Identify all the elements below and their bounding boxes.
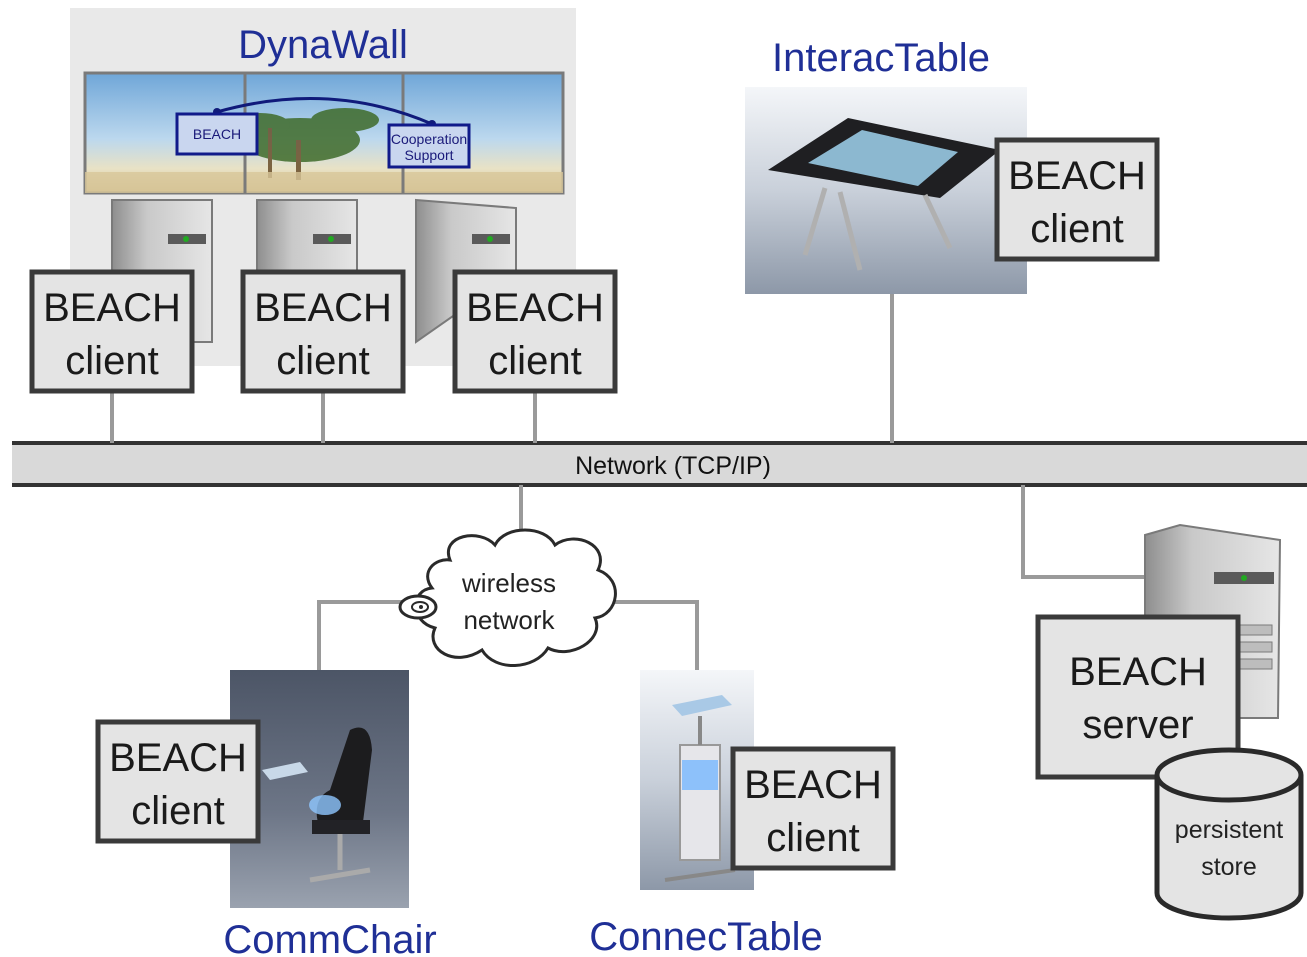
dynawall-title: DynaWall	[238, 23, 408, 67]
svg-text:client: client	[131, 789, 224, 833]
connectable-group: BEACH client ConnecTable	[589, 670, 896, 957]
svg-text:client: client	[276, 339, 369, 383]
pc-tower-icon	[256, 199, 358, 273]
svg-text:client: client	[65, 339, 158, 383]
connectable-title: ConnecTable	[589, 915, 823, 957]
beach-client-box[interactable]: BEACH client	[95, 719, 261, 844]
svg-text:BEACH: BEACH	[109, 736, 247, 780]
store-label: persistent	[1175, 816, 1283, 844]
svg-text:server: server	[1082, 703, 1193, 747]
svg-text:BEACH: BEACH	[466, 286, 604, 330]
beach-client-box[interactable]: BEACH client	[994, 137, 1160, 262]
svg-text:BEACH: BEACH	[744, 763, 882, 807]
antenna-icon	[398, 594, 438, 620]
commchair-group: BEACH client CommChair	[95, 670, 437, 957]
svg-text:BEACH: BEACH	[43, 286, 181, 330]
store-label: store	[1201, 853, 1257, 881]
dynawall-screen[interactable]: BEACH Cooperation Support	[83, 71, 565, 195]
beach-client-box[interactable]: BEACH client	[240, 269, 406, 394]
interactive-table-image	[745, 87, 1027, 294]
svg-text:network: network	[463, 605, 555, 635]
svg-text:BEACH: BEACH	[193, 126, 241, 142]
svg-text:Cooperation: Cooperation	[391, 131, 467, 147]
svg-text:BEACH: BEACH	[1069, 650, 1207, 694]
database-cylinder-icon[interactable]: persistent store	[1154, 747, 1304, 921]
server-group: BEACH server persistent store	[1035, 523, 1304, 921]
network-label: Network (TCP/IP)	[575, 452, 771, 480]
svg-text:wireless: wireless	[461, 568, 556, 598]
cooperation-support-window[interactable]	[387, 123, 471, 169]
network-bus: Network (TCP/IP)	[12, 441, 1307, 487]
interactable-group: InteracTable BEACH client	[745, 36, 1160, 294]
svg-text:BEACH: BEACH	[254, 286, 392, 330]
svg-text:Support: Support	[404, 147, 453, 163]
svg-text:client: client	[1030, 207, 1123, 251]
cooperation-arrow	[216, 97, 433, 126]
beach-window[interactable]	[175, 112, 259, 156]
svg-text:client: client	[766, 816, 859, 860]
beach-client-box[interactable]: BEACH client	[452, 269, 618, 394]
interactable-title: InteracTable	[772, 36, 990, 80]
wireless-network-cloud: wireless network	[398, 528, 617, 667]
svg-text:client: client	[488, 339, 581, 383]
beach-client-box[interactable]: BEACH client	[29, 269, 195, 394]
connectors	[110, 294, 1145, 670]
beach-client-box[interactable]: BEACH client	[730, 746, 896, 871]
svg-text:BEACH: BEACH	[1008, 154, 1146, 198]
beach-server-box[interactable]: BEACH server	[1035, 614, 1241, 780]
commchair-title: CommChair	[223, 918, 436, 957]
